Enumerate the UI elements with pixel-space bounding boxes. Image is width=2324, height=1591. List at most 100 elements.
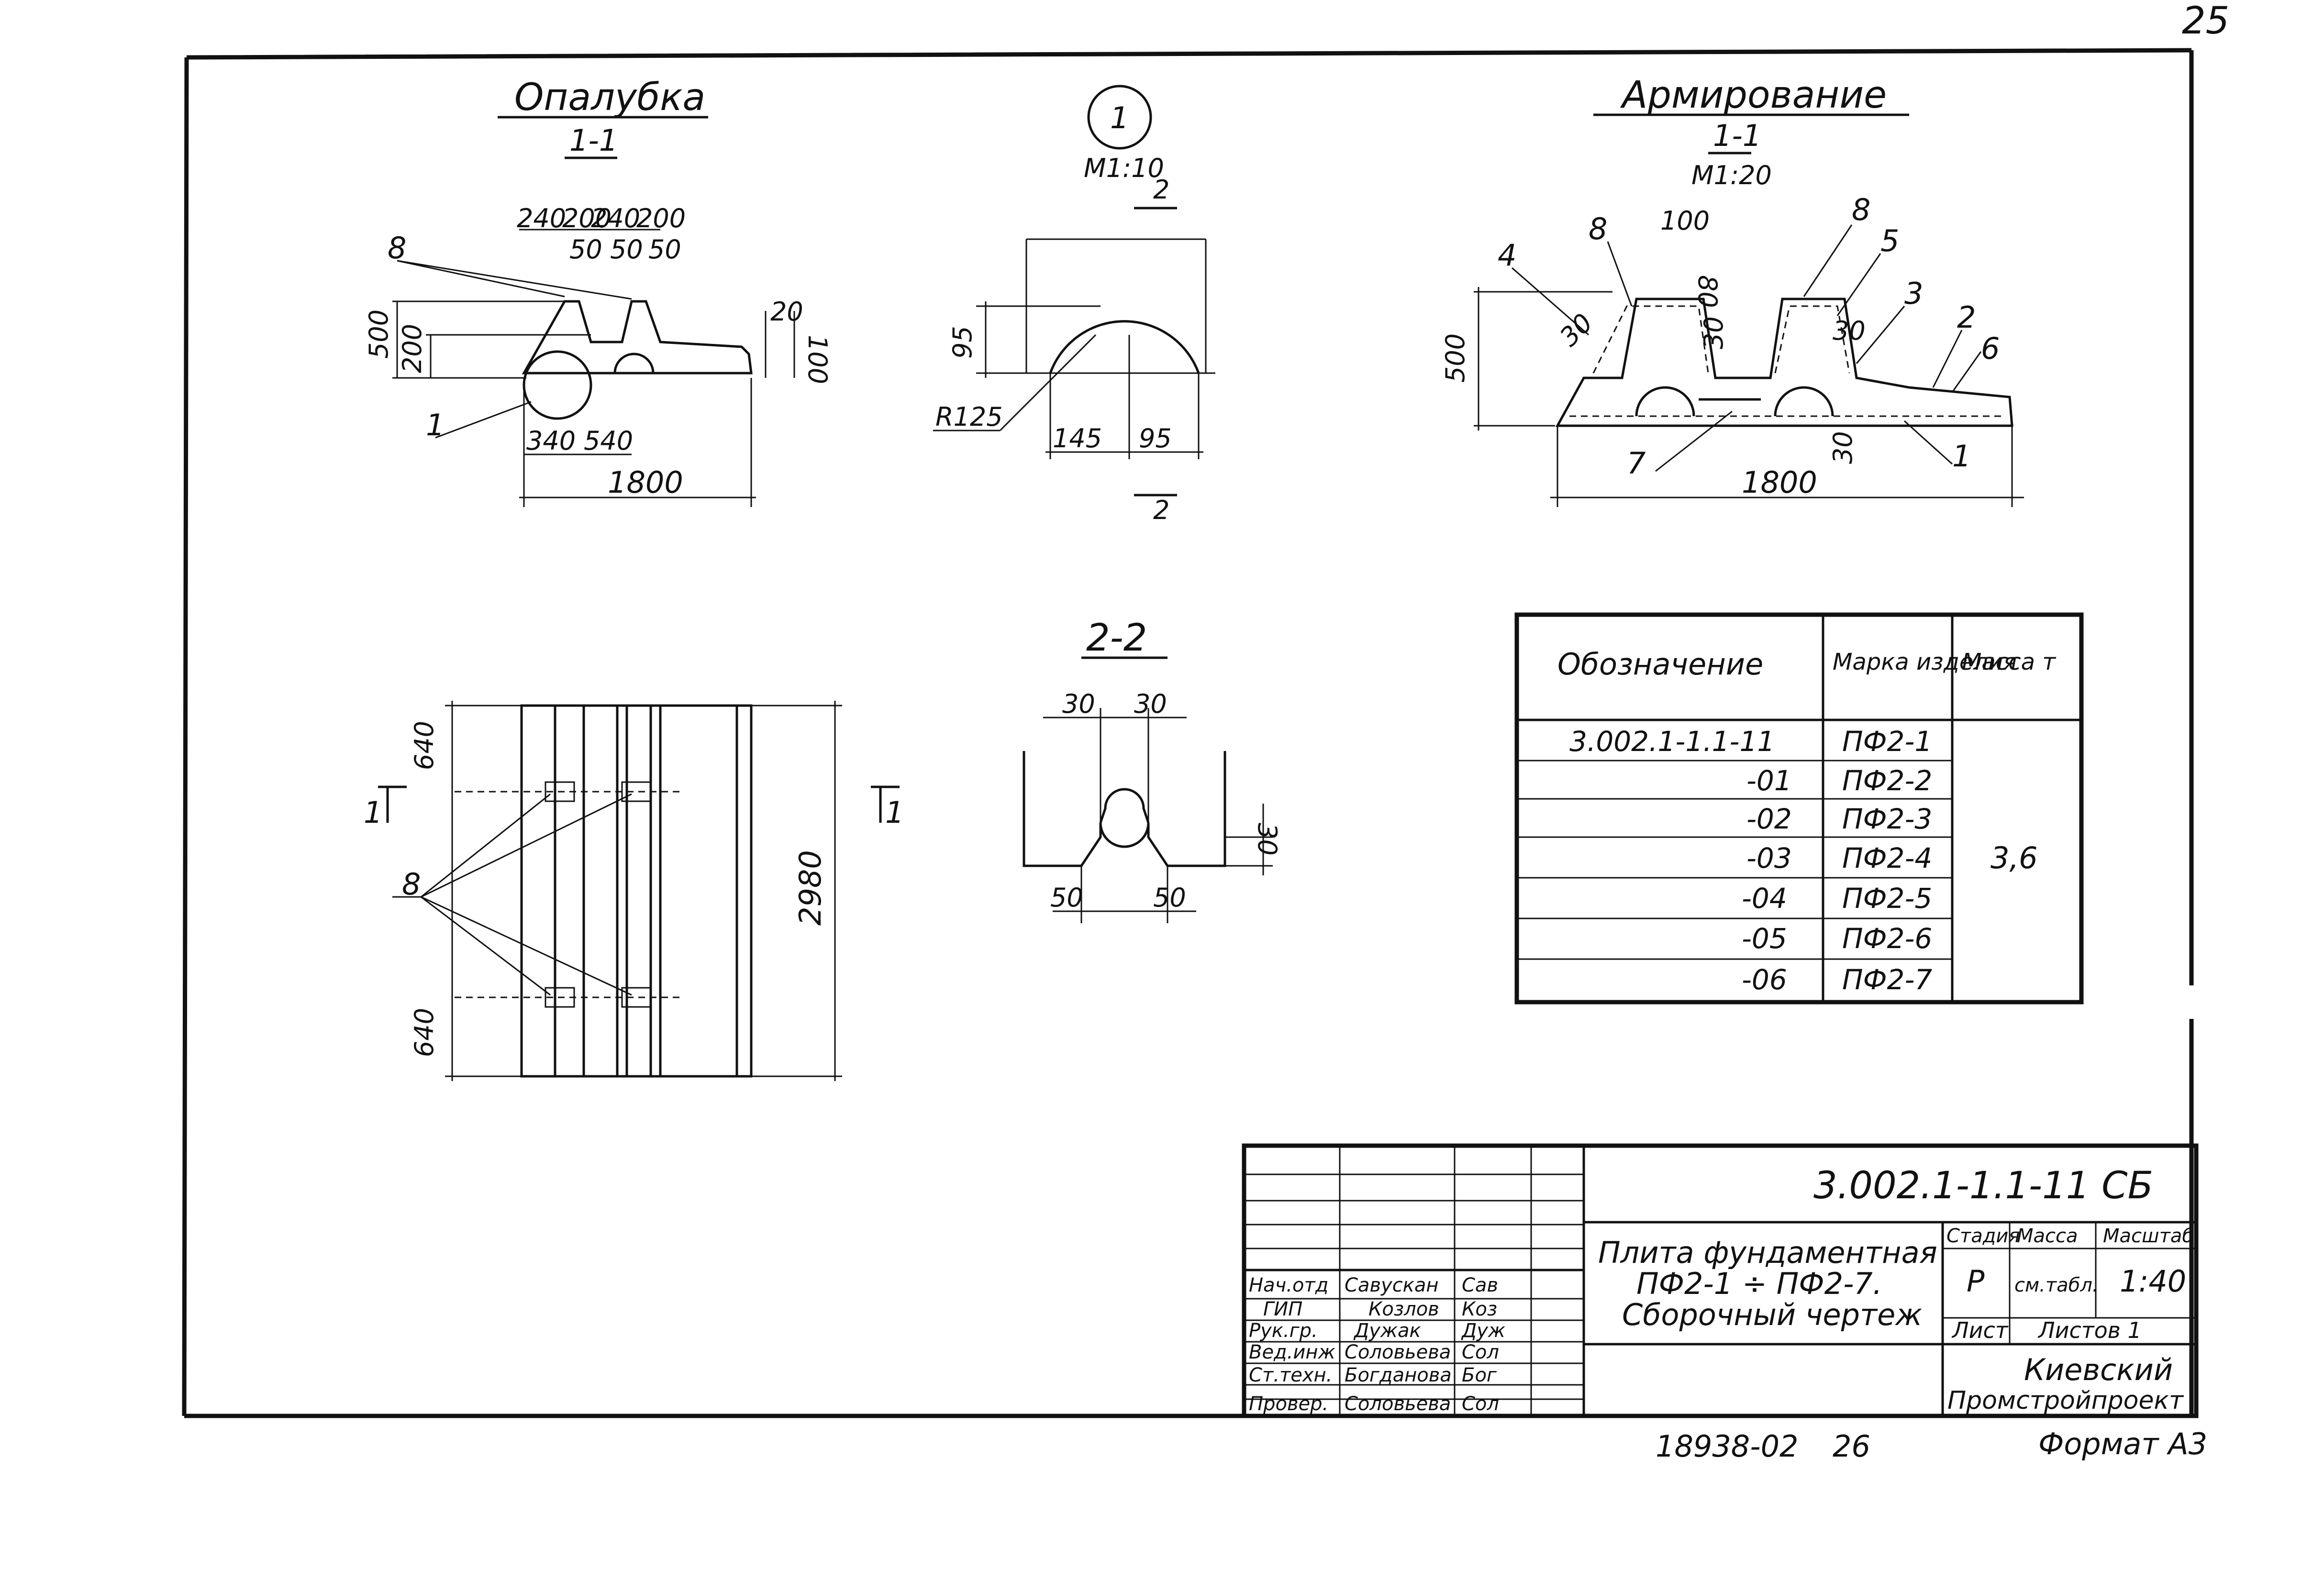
hole-large: [523, 350, 592, 420]
reinforcement-bars: [1569, 305, 2005, 417]
formwork-section: Опалубка 1-1 240 200 240 200 50 50 50 50…: [364, 76, 833, 507]
svg-text:6: 6: [1981, 331, 2000, 366]
svg-text:Нач.отд: Нач.отд: [1249, 1274, 1328, 1296]
detail-arc: [1049, 320, 1200, 374]
hole-small: [613, 353, 655, 374]
svg-text:Масса: Масса: [2017, 1225, 2078, 1247]
svg-text:240: 240: [591, 203, 640, 233]
svg-text:30: 30: [1554, 308, 1599, 352]
svg-text:см.табл.: см.табл.: [2014, 1274, 2099, 1296]
svg-text:Савускан: Савускан: [1345, 1274, 1439, 1296]
plan-view: 640 640 2980 1 1 8: [364, 701, 904, 1081]
svg-text:500: 500: [1440, 333, 1470, 383]
svg-text:5: 5: [1880, 223, 1899, 258]
svg-text:Дужак: Дужак: [1353, 1320, 1421, 1342]
row-code: -04: [1742, 882, 1787, 915]
header-mark: Марка изделия: [1833, 649, 2017, 675]
svg-text:Сав: Сав: [1462, 1274, 1498, 1296]
svg-text:1: 1: [1110, 100, 1129, 135]
row-mark: ПФ2-5: [1842, 882, 1932, 915]
row-mark: ПФ2-7: [1842, 963, 1932, 996]
svg-text:Сборочный чертеж: Сборочный чертеж: [1622, 1297, 1922, 1332]
svg-text:1:40: 1:40: [2120, 1264, 2186, 1299]
svg-text:30: 30: [1699, 316, 1729, 349]
svg-text:Лист: Лист: [1951, 1317, 2009, 1343]
svg-text:200: 200: [636, 203, 686, 233]
svg-text:Сол: Сол: [1462, 1393, 1499, 1415]
svg-text:М1:10: М1:10: [1084, 153, 1164, 183]
svg-text:100: 100: [1660, 206, 1710, 236]
detail-1: 1 М1:10 2 95 145 95 R125 2: [933, 85, 1215, 525]
formwork-profile: [522, 300, 753, 375]
svg-text:2: 2: [1153, 175, 1169, 205]
svg-text:100: 100: [802, 335, 833, 384]
svg-text:1800: 1800: [1742, 465, 1817, 500]
svg-text:Р: Р: [1967, 1264, 1985, 1299]
svg-text:Киевский: Киевский: [2024, 1352, 2173, 1387]
mass-value: 3,6: [1990, 840, 2038, 875]
svg-text:240: 240: [517, 203, 566, 233]
svg-text:Соловьева: Соловьева: [1345, 1393, 1451, 1415]
row-code: -03: [1746, 842, 1792, 874]
svg-text:2980: 2980: [793, 850, 828, 926]
row-mark: ПФ2-6: [1842, 922, 1932, 955]
spec-table: Обозначение Марка изделия Масса т 3.002.…: [1514, 612, 2084, 1005]
row-mark: ПФ2-2: [1842, 764, 1932, 797]
svg-text:Плита фундаментная: Плита фундаментная: [1598, 1235, 1937, 1270]
svg-text:Ст.техн.: Ст.техн.: [1249, 1364, 1332, 1386]
row-code: -06: [1742, 963, 1787, 996]
reinforcement-section: Армирование 1-1 М1:20 500 100 80 30 30 3…: [1440, 74, 2024, 507]
svg-text:1: 1: [1952, 439, 1971, 474]
svg-text:8: 8: [388, 231, 406, 265]
svg-text:95: 95: [1139, 423, 1172, 453]
svg-text:340: 340: [526, 426, 576, 456]
svg-text:Провер.: Провер.: [1249, 1393, 1328, 1415]
svg-text:200: 200: [397, 324, 427, 373]
formwork-title: Опалубка: [514, 76, 705, 119]
svg-text:3: 3: [1904, 276, 1923, 311]
svg-text:640: 640: [409, 1008, 439, 1057]
svg-text:145: 145: [1053, 423, 1102, 453]
svg-text:2: 2: [1153, 495, 1169, 525]
reinforcement-profile: [1555, 298, 2013, 427]
svg-text:Промстройпроект: Промстройпроект: [1947, 1386, 2184, 1415]
svg-text:1: 1: [426, 408, 445, 442]
header-mass: Масса т: [1962, 649, 2057, 675]
svg-text:200: 200: [562, 203, 612, 233]
svg-text:М1:20: М1:20: [1691, 160, 1772, 190]
svg-text:50: 50: [648, 234, 681, 265]
svg-text:1800: 1800: [608, 465, 683, 500]
row-code: -01: [1746, 764, 1792, 797]
row-mark: ПФ2-1: [1842, 725, 1932, 758]
row-mark: ПФ2-4: [1842, 842, 1932, 874]
svg-text:2: 2: [1957, 300, 1976, 335]
svg-text:Коз: Коз: [1462, 1298, 1497, 1320]
svg-text:7: 7: [1627, 446, 1646, 481]
svg-text:95: 95: [947, 326, 978, 359]
row-mark: ПФ2-3: [1842, 803, 1932, 835]
svg-text:Соловьева: Соловьева: [1345, 1341, 1451, 1363]
page-number: 25: [2182, 0, 2229, 43]
svg-text:30: 30: [1828, 431, 1858, 464]
svg-text:1: 1: [364, 795, 382, 830]
footer-page: 26: [1833, 1429, 1870, 1464]
row-code: -02: [1746, 803, 1792, 835]
plan-outline: [520, 704, 753, 1078]
svg-text:8: 8: [1589, 211, 1607, 246]
svg-text:8: 8: [1852, 192, 1870, 227]
format-label: Формат А3: [2038, 1426, 2207, 1461]
svg-text:Вед.инж: Вед.инж: [1249, 1341, 1335, 1363]
detail-marker: [1087, 85, 1152, 150]
svg-text:1: 1: [885, 795, 904, 830]
section-2-2: 2-2 30 30 30 50 50: [1023, 617, 1282, 923]
svg-text:540: 540: [584, 426, 633, 456]
section-2-2-profile: [1023, 751, 1226, 867]
svg-text:4: 4: [1498, 238, 1516, 273]
svg-text:30: 30: [1134, 689, 1167, 719]
title-block: Нач.отд Савускан Сав ГИП Козлов Коз Рук.…: [1242, 1143, 2199, 1418]
svg-text:1-1: 1-1: [1713, 118, 1761, 153]
archive-number: 18938-02: [1656, 1429, 1799, 1464]
svg-text:Бог: Бог: [1462, 1364, 1497, 1386]
svg-text:ГИП: ГИП: [1263, 1298, 1302, 1320]
